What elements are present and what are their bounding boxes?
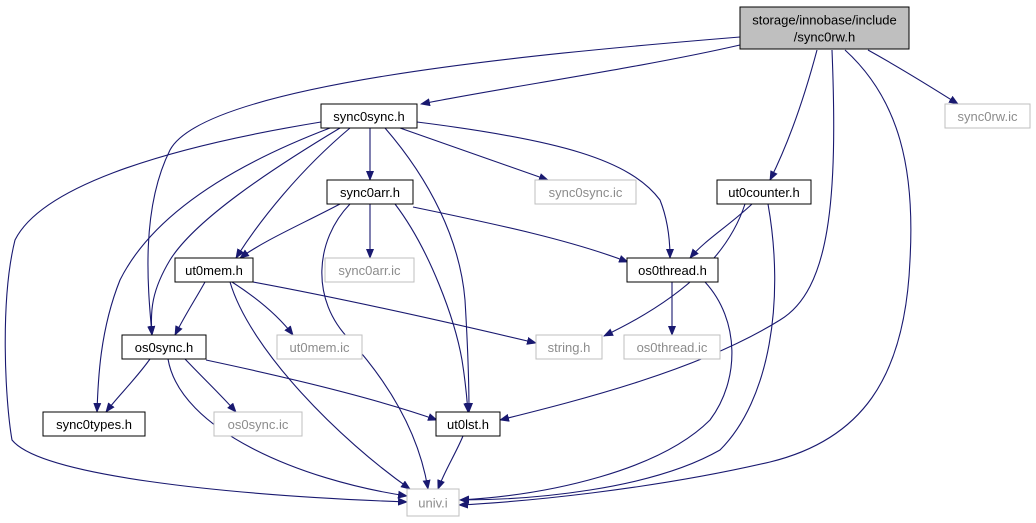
node-string-h[interactable]: string.h <box>535 334 603 360</box>
node-root[interactable]: storage/innobase/include/sync0rw.h <box>739 6 910 50</box>
edge-ut0mem-h-to-univ-i <box>229 281 411 490</box>
node-ut0counter-h[interactable]: ut0counter.h <box>716 179 812 205</box>
edge-sync0sync-h-to-os0sync-h <box>147 127 341 336</box>
node-label: ut0mem.h <box>185 263 243 278</box>
edge-ut0lst-h-to-univ-i <box>437 435 464 490</box>
edge-ut0mem-h-to-ut0mem-ic <box>231 281 294 336</box>
node-label: ut0counter.h <box>728 185 800 200</box>
node-label: sync0sync.ic <box>549 185 623 200</box>
edge-ut0counter-h-to-univ-i <box>459 203 776 504</box>
node-label: univ.i <box>418 496 447 511</box>
node-univ-i[interactable]: univ.i <box>406 488 460 517</box>
edge-sync0sync-h-to-ut0mem-h <box>235 127 351 259</box>
edge-sync0sync-h-to-univ-i <box>4 121 408 506</box>
node-box <box>320 103 418 129</box>
edge-sync0arr-h-to-ut0mem-h <box>239 203 341 259</box>
node-sync0sync-ic[interactable]: sync0sync.ic <box>534 179 637 205</box>
node-ut0mem-h[interactable]: ut0mem.h <box>174 257 254 283</box>
node-ut0mem-ic[interactable]: ut0mem.ic <box>276 334 363 360</box>
edge-sync0sync-h-to-ut0lst-h <box>384 127 473 413</box>
node-sync0rw-ic[interactable]: sync0rw.ic <box>944 103 1031 129</box>
node-label: sync0rw.ic <box>958 109 1018 124</box>
edge-sync0sync-h-to-sync0sync-ic <box>399 127 549 181</box>
node-box <box>435 411 501 437</box>
edge-ut0mem-h-to-string-h <box>252 281 537 345</box>
node-box <box>739 6 910 50</box>
node-box <box>623 334 721 360</box>
edges-layer <box>4 36 959 509</box>
node-os0sync-h[interactable]: os0sync.h <box>121 334 207 360</box>
node-box <box>121 334 207 360</box>
edge-os0sync-h-to-ut0lst-h <box>205 359 438 421</box>
node-box <box>534 179 637 205</box>
edge-sync0sync-h-to-os0thread-h <box>416 121 674 259</box>
node-box <box>326 179 414 205</box>
node-label: sync0sync.h <box>333 109 405 124</box>
node-os0thread-ic[interactable]: os0thread.ic <box>623 334 721 360</box>
edge-root-to-sync0sync-h <box>420 44 741 107</box>
edge-os0sync-h-to-univ-i <box>167 358 408 499</box>
node-box <box>276 334 363 360</box>
node-sync0arr-h[interactable]: sync0arr.h <box>326 179 414 205</box>
node-os0thread-h[interactable]: os0thread.h <box>626 257 719 283</box>
node-label: ut0lst.h <box>447 417 489 432</box>
node-box <box>535 334 603 360</box>
edge-os0sync-h-to-sync0types-h <box>105 358 151 413</box>
node-label: sync0types.h <box>56 417 132 432</box>
edge-root-to-sync0rw-ic <box>867 49 959 105</box>
node-box <box>626 257 719 283</box>
edge-ut0counter-h-to-os0thread-h <box>689 203 753 259</box>
edge-root-to-ut0counter-h <box>769 49 818 181</box>
node-label: ut0mem.ic <box>290 340 350 355</box>
edge-root-to-os0sync-h <box>147 36 741 336</box>
node-box <box>174 257 254 283</box>
node-label: storage/innobase/include <box>752 13 897 28</box>
node-box <box>324 257 415 283</box>
node-label: sync0arr.ic <box>338 263 401 278</box>
node-label: os0sync.ic <box>228 417 289 432</box>
node-label: sync0arr.h <box>340 185 400 200</box>
node-box <box>944 103 1031 129</box>
edge-ut0mem-h-to-os0sync-h <box>174 281 206 336</box>
node-box <box>213 411 303 437</box>
node-sync0sync-h[interactable]: sync0sync.h <box>320 103 418 129</box>
node-label: /sync0rw.h <box>794 30 855 45</box>
node-label: string.h <box>548 340 591 355</box>
node-label: os0thread.ic <box>637 340 708 355</box>
node-box <box>406 488 460 517</box>
edge-sync0sync-h-to-sync0types-h <box>93 127 331 413</box>
edge-os0thread-h-to-univ-i <box>459 281 733 504</box>
node-label: os0sync.h <box>135 340 194 355</box>
edge-sync0arr-h-to-os0thread-h <box>412 206 629 263</box>
node-os0sync-ic[interactable]: os0sync.ic <box>213 411 303 437</box>
node-sync0arr-ic[interactable]: sync0arr.ic <box>324 257 415 283</box>
node-label: os0thread.h <box>638 263 707 278</box>
node-box <box>716 179 812 205</box>
edge-root-to-ut0lst-h <box>499 49 835 422</box>
nodes-layer: storage/innobase/include/sync0rw.h sync0s… <box>42 6 1031 517</box>
node-sync0types-h[interactable]: sync0types.h <box>42 411 146 437</box>
node-box <box>42 411 146 437</box>
edge-sync0arr-h-to-ut0lst-h <box>394 203 472 413</box>
edge-os0sync-h-to-os0sync-ic <box>184 358 237 413</box>
edge-root-to-univ-i <box>458 49 912 509</box>
node-ut0lst-h[interactable]: ut0lst.h <box>435 411 501 437</box>
